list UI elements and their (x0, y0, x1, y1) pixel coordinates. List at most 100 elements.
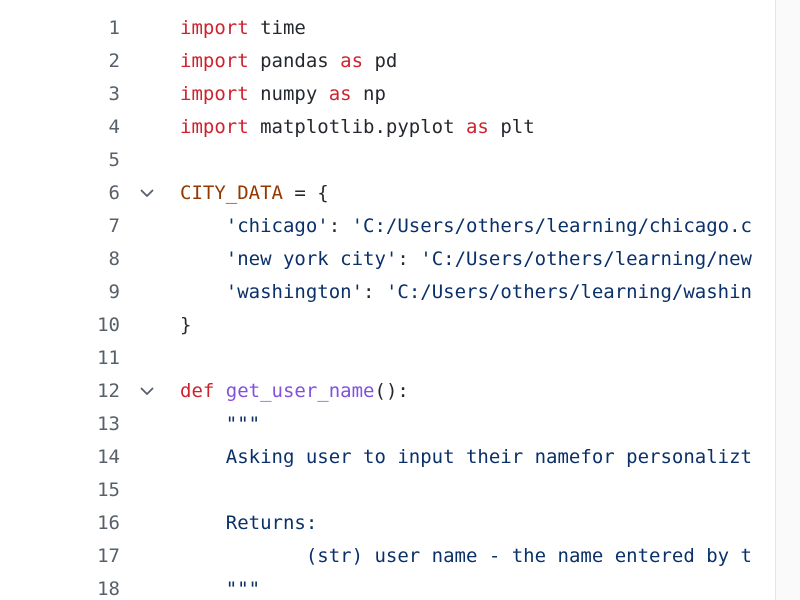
code-token: : (397, 248, 421, 270)
code-line[interactable]: 16 Returns: (0, 507, 775, 540)
code-line[interactable]: 1 import time (0, 12, 775, 45)
line-number: 10 (97, 314, 120, 336)
indent (180, 281, 226, 303)
code-token: import (180, 116, 249, 138)
code-text: 'chicago': 'C:/Users/others/learning/chi… (180, 210, 752, 243)
code-line[interactable]: 9 'washington': 'C:/Users/others/learnin… (0, 276, 775, 309)
code-text: } (180, 309, 191, 342)
code-token: (): (374, 380, 409, 402)
code-line[interactable]: 18 """ (0, 573, 775, 600)
code-token: plt (488, 116, 535, 138)
code-text: import time (180, 12, 306, 45)
code-token: Asking user to input their namefor perso… (225, 446, 752, 468)
code-text: 'new york city': 'C:/Users/others/learni… (180, 243, 752, 276)
code-text: """ (180, 408, 260, 441)
code-token: """ (225, 578, 261, 600)
code-token: 'C:/Users/others/learning/washin (385, 281, 752, 303)
code-token: as (328, 83, 352, 105)
code-token: 'chicago' (225, 215, 329, 237)
indent (180, 446, 226, 468)
code-line[interactable]: 2 import pandas as pd (0, 45, 775, 78)
code-token: : (328, 215, 352, 237)
code-token: """ (225, 413, 261, 435)
chevron-down-icon[interactable] (136, 177, 158, 210)
line-number: 18 (97, 578, 120, 600)
line-number: 14 (97, 446, 120, 468)
code-line[interactable]: 6 CITY_DATA = { (0, 177, 775, 210)
code-token: numpy (248, 83, 329, 105)
code-line[interactable]: 11 (0, 342, 775, 375)
code-line[interactable]: 10} (0, 309, 775, 342)
line-number: 11 (97, 347, 120, 369)
indent (180, 578, 226, 600)
code-token: matplotlib.pyplot (248, 116, 466, 138)
line-number: 3 (108, 83, 120, 105)
code-line[interactable]: 8 'new york city': 'C:/Users/others/lear… (0, 243, 775, 276)
code-token: Returns: (225, 512, 318, 534)
line-number: 16 (97, 512, 120, 534)
code-token: : (363, 281, 386, 303)
code-line[interactable]: 7 'chicago': 'C:/Users/others/learning/c… (0, 210, 775, 243)
indent (180, 215, 226, 237)
line-number: 9 (108, 281, 120, 303)
indent (180, 512, 226, 534)
line-number: 8 (108, 248, 120, 270)
code-text: Returns: (180, 507, 318, 540)
code-line[interactable]: 14 Asking user to input their namefor pe… (0, 441, 775, 474)
code-token: time (248, 17, 306, 39)
line-number: 15 (97, 479, 120, 501)
line-number: 4 (108, 116, 120, 138)
code-text: import numpy as np (180, 78, 386, 111)
code-text: import pandas as pd (180, 45, 397, 78)
code-token: as (340, 50, 364, 72)
code-token: import (180, 17, 249, 39)
code-token: 'new york city' (225, 248, 398, 270)
chevron-down-icon[interactable] (136, 375, 158, 408)
line-number: 13 (97, 413, 120, 435)
code-token: (str) user name - the name entered by t (305, 545, 752, 567)
code-text: (str) user name - the name entered by t (180, 540, 752, 573)
code-token: import (180, 50, 249, 72)
editor-right-border (775, 0, 776, 600)
code-token: 'C:/Users/others/learning/chicago.c (351, 215, 752, 237)
line-number: 7 (108, 215, 120, 237)
code-text: def get_user_name(): (180, 375, 409, 408)
line-number: 17 (97, 545, 120, 567)
code-line[interactable]: 12 def get_user_name(): (0, 375, 775, 408)
code-token: get_user_name (225, 380, 375, 402)
code-text: Asking user to input their namefor perso… (180, 441, 752, 474)
code-token: 'washington' (225, 281, 364, 303)
code-text: 'washington': 'C:/Users/others/learning/… (180, 276, 752, 309)
line-number: 2 (108, 50, 120, 72)
code-token (214, 380, 225, 402)
code-line[interactable]: 17 (str) user name - the name entered by… (0, 540, 775, 573)
line-number: 12 (97, 380, 120, 402)
code-token: np (351, 83, 386, 105)
code-text: """ (180, 573, 260, 600)
code-token: import (180, 83, 249, 105)
code-token: CITY_DATA (180, 182, 283, 204)
line-number: 5 (108, 149, 120, 171)
code-line[interactable]: 3 import numpy as np (0, 78, 775, 111)
code-token: pandas (248, 50, 341, 72)
code-token: def (180, 380, 215, 402)
line-number: 6 (108, 182, 120, 204)
line-number: 1 (108, 17, 120, 39)
code-text: import matplotlib.pyplot as plt (180, 111, 535, 144)
code-token: } (180, 314, 192, 336)
indent (180, 248, 226, 270)
code-line[interactable]: 5 (0, 144, 775, 177)
scrollbar-track[interactable] (776, 0, 800, 600)
code-token: pd (363, 50, 398, 72)
code-token: as (465, 116, 489, 138)
indent (180, 545, 306, 567)
code-token: = { (282, 182, 329, 204)
code-line[interactable]: 15 (0, 474, 775, 507)
indent (180, 413, 226, 435)
code-line[interactable]: 13 """ (0, 408, 775, 441)
code-text: CITY_DATA = { (180, 177, 329, 210)
code-line[interactable]: 4 import matplotlib.pyplot as plt (0, 111, 775, 144)
code-token: 'C:/Users/others/learning/new (420, 248, 752, 270)
code-area[interactable]: 1 import time 2 import pandas as pd 3 import … (0, 12, 775, 600)
